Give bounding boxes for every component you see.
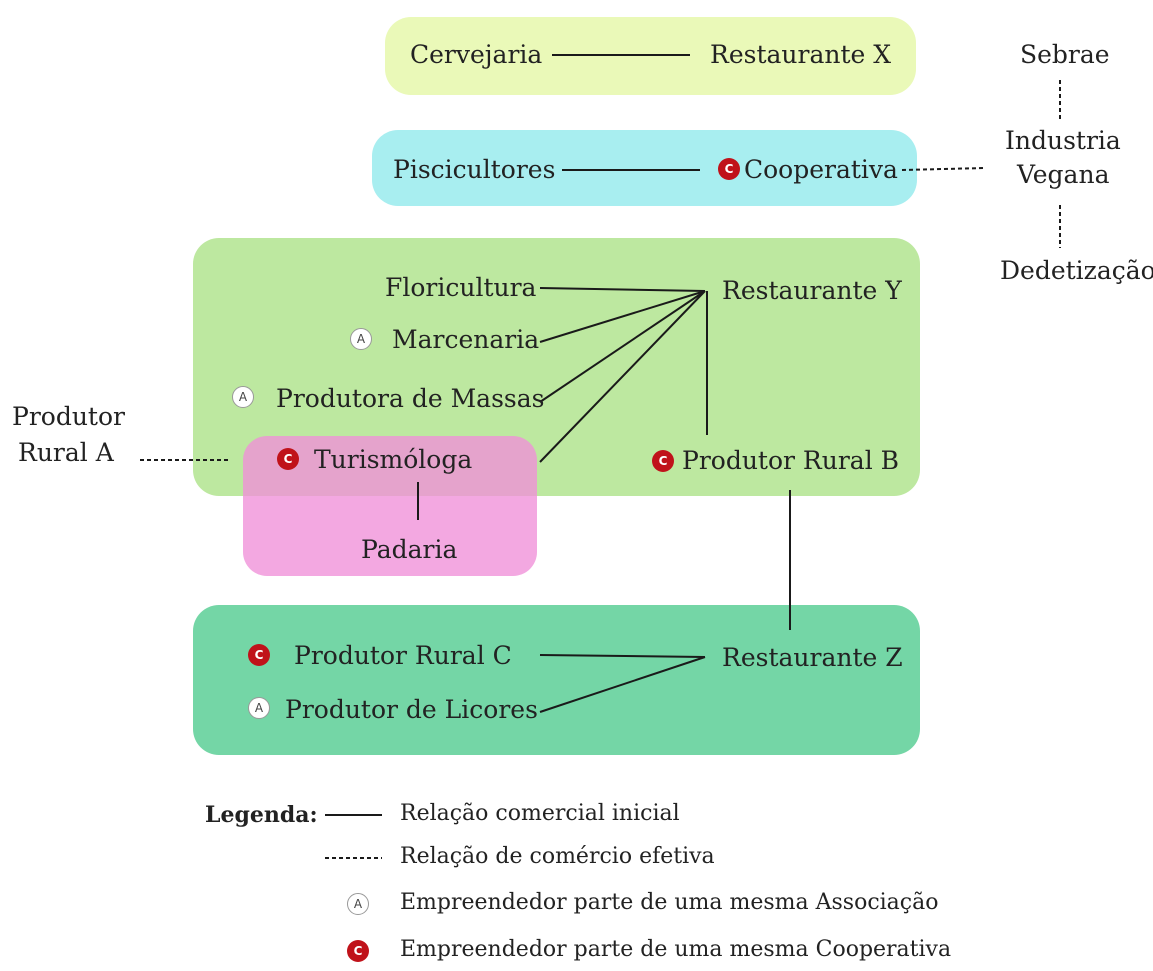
link-massas-restaurante-y (539, 290, 706, 403)
association-badge-marcenaria: A (350, 328, 372, 350)
node-produtor-licores: Produtor de Licores (285, 695, 538, 724)
node-produtor-a-line1: Produtor (12, 402, 125, 431)
link-turismologa-restaurante-y (539, 290, 706, 463)
node-restaurante-y: Restaurante Y (722, 276, 902, 305)
legend-association-icon: A (347, 893, 369, 915)
node-produtora-massas: Produtora de Massas (276, 384, 545, 413)
node-industria-line2: Vegana (1017, 160, 1110, 189)
cooperative-badge-produtor-c: C (248, 644, 270, 666)
cooperative-badge-produtor-b: C (652, 450, 674, 472)
legend-dashed-text: Relação de comércio efetiva (400, 844, 715, 869)
node-piscicultores: Piscicultores (393, 155, 556, 184)
link-cooperativa-industria (901, 167, 986, 171)
legend-solid-text: Relação comercial inicial (400, 801, 680, 826)
legend-cooperative-icon: C (347, 940, 369, 962)
node-restaurante-x: Restaurante X (710, 40, 892, 69)
group-box-z (193, 605, 920, 755)
node-turismologa: Turismóloga (314, 445, 473, 474)
association-badge-massas: A (232, 386, 254, 408)
node-cooperativa: Cooperativa (744, 155, 898, 184)
node-restaurante-z: Restaurante Z (722, 643, 903, 672)
association-badge-licores: A (248, 697, 270, 719)
node-produtor-c: Produtor Rural C (294, 641, 512, 670)
cooperative-badge-cooperativa: C (718, 158, 740, 180)
legend-association-text: Empreendedor parte de uma mesma Associaç… (400, 890, 939, 915)
legend-cooperative-text: Empreendedor parte de uma mesma Cooperat… (400, 937, 952, 962)
node-industria-line1: Industria (1005, 126, 1121, 155)
link-licores-restaurante-z (539, 656, 706, 713)
node-floricultura: Floricultura (385, 273, 537, 302)
link-floricultura-restaurante-y (539, 287, 706, 292)
node-sebrae: Sebrae (1020, 40, 1110, 69)
node-produtor-b: Produtor Rural B (682, 446, 900, 475)
link-produtor-c-restaurante-z (539, 654, 706, 658)
cooperative-badge-turismologa: C (277, 448, 299, 470)
link-marcenaria-restaurante-y (539, 290, 706, 343)
node-cervejaria: Cervejaria (410, 40, 543, 69)
node-dedetizacao: Dedetização (1000, 256, 1153, 285)
node-marcenaria: Marcenaria (392, 325, 540, 354)
node-produtor-a-line2: Rural A (18, 438, 114, 467)
node-padaria: Padaria (361, 535, 458, 564)
group-box-cooperative (372, 130, 917, 206)
legend-title: Legenda: (205, 802, 318, 828)
